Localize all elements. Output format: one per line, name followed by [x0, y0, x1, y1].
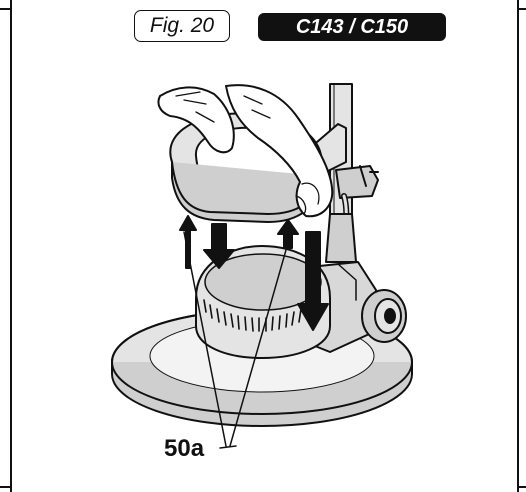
arrow-down-left — [203, 223, 235, 269]
leader-50a-left — [183, 231, 227, 447]
right-hand-fingers — [295, 182, 320, 215]
wheel-axle — [384, 308, 396, 324]
leader-50a-right — [229, 235, 291, 447]
left-margin-rule — [10, 0, 12, 492]
arrow-down-right — [297, 231, 329, 331]
left-top-tick — [0, 8, 10, 10]
left-hand-fingers — [175, 91, 215, 123]
right-arm-creases — [243, 95, 271, 119]
left-hand — [157, 86, 235, 154]
callout-leaders — [183, 231, 291, 449]
column-neck — [325, 213, 357, 263]
arrow-up-right — [277, 219, 299, 249]
callout-50a: 50a — [164, 435, 205, 462]
figure-number-label: Fig. 20 — [134, 10, 230, 42]
right-top-tick — [519, 8, 526, 10]
arrow-up-left — [179, 215, 197, 269]
clamp-detail — [359, 165, 379, 187]
rear-housing-edge — [337, 263, 357, 301]
leader-50a-base — [219, 445, 237, 449]
right-margin-rule — [517, 0, 519, 492]
column-clamp — [335, 165, 379, 199]
right-bottom-tick — [519, 486, 526, 488]
model-badge: C143 / C150 — [258, 13, 446, 41]
left-bottom-tick — [0, 486, 10, 488]
